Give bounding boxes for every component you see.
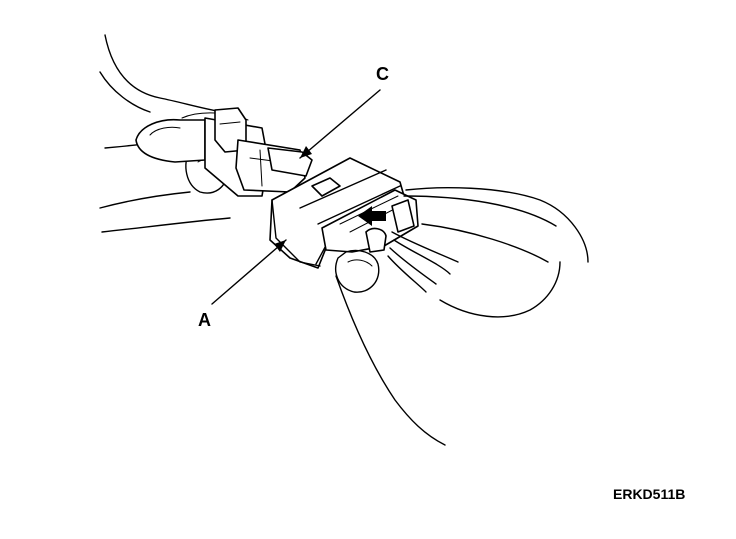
left-hand-illustration [99,34,249,233]
leader-line-a [211,239,287,305]
label-a: A [198,310,211,330]
figure-code: ERKD511B [613,486,685,502]
leader-arrowhead-c [300,146,312,158]
right-hand-illustration [335,187,589,446]
locking-tab-c [267,147,313,177]
leader-line-c [299,89,381,159]
leader-arrowhead-a [274,240,286,252]
female-connector-a [269,157,419,269]
wire-harness [387,231,459,293]
label-c: C [376,64,389,84]
male-connector-half [135,107,313,197]
release-arrow-icon [358,206,386,226]
